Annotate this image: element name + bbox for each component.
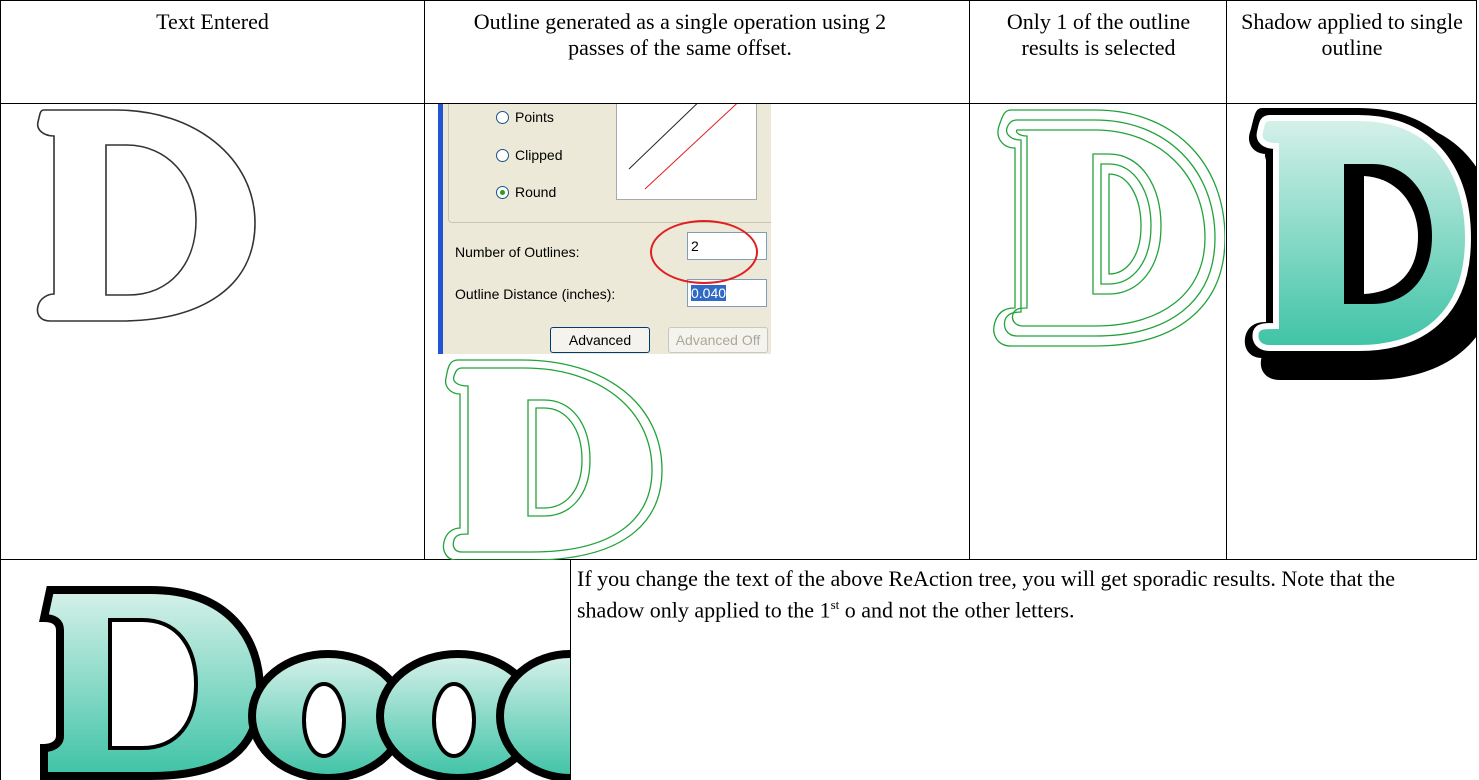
note-text-part1: If you change the text of the above ReAc… [577, 566, 1396, 623]
letter-d-shadow-graphic [1244, 108, 1476, 380]
advanced-button[interactable]: Advanced [550, 327, 650, 353]
corner-style-group [448, 104, 771, 223]
letter-d-double-outline-graphic [442, 359, 663, 560]
advanced-off-button[interactable]: Advanced Off [668, 327, 768, 353]
letter-d-multi-outline-graphic [993, 109, 1225, 347]
table-border-top [0, 0, 1477, 1]
radio-points-label: Points [515, 109, 554, 125]
radio-round-label: Round [515, 184, 557, 200]
letter-d-outline-graphic [36, 109, 256, 322]
radio-points[interactable] [496, 110, 509, 124]
dialog-accent-edge [438, 104, 443, 354]
outline-settings-dialog: Points Clipped Round Number of Outlines:… [438, 104, 771, 354]
text-entered-image [30, 108, 270, 333]
row-divider-1 [0, 103, 1477, 104]
number-of-outlines-label: Number of Outlines: [455, 244, 580, 260]
double-outline-image [440, 356, 670, 560]
column-divider-bottom [570, 560, 571, 780]
radio-points-row[interactable]: Points [496, 109, 554, 125]
sporadic-result-image [30, 580, 570, 780]
note-superscript: st [830, 597, 840, 612]
header-outline-generated: Outline generated as a single operation … [473, 9, 887, 60]
corner-preview-lines [628, 104, 737, 190]
note-text-part2: o and not the other letters. [839, 597, 1075, 623]
radio-clipped[interactable] [496, 148, 509, 162]
column-divider-1 [424, 0, 425, 560]
outline-distance-value: 0.040 [691, 285, 727, 301]
corner-preview [616, 104, 757, 200]
word-doo-shadow-graphic [39, 586, 570, 780]
outline-distance-label: Outline Distance (inches): [455, 286, 616, 302]
radio-round-row[interactable]: Round [496, 184, 556, 200]
sporadic-results-note: If you change the text of the above ReAc… [577, 566, 1457, 623]
header-shadow-applied: Shadow applied to single outline [1241, 9, 1463, 60]
row-divider-2 [0, 559, 1477, 560]
radio-clipped-row[interactable]: Clipped [496, 147, 562, 163]
column-divider-2 [969, 0, 970, 560]
column-divider-3 [1226, 0, 1227, 560]
table-border-left [0, 0, 1, 780]
header-only-one-selected: Only 1 of the outline results is selecte… [1006, 9, 1191, 60]
table-border-right [1476, 0, 1477, 560]
header-text-entered: Text Entered [156, 9, 269, 34]
highlight-circle [650, 220, 758, 284]
shadow-applied-image [1240, 108, 1476, 380]
radio-clipped-label: Clipped [515, 147, 563, 163]
single-selected-image [985, 108, 1225, 358]
radio-round[interactable] [496, 185, 509, 199]
